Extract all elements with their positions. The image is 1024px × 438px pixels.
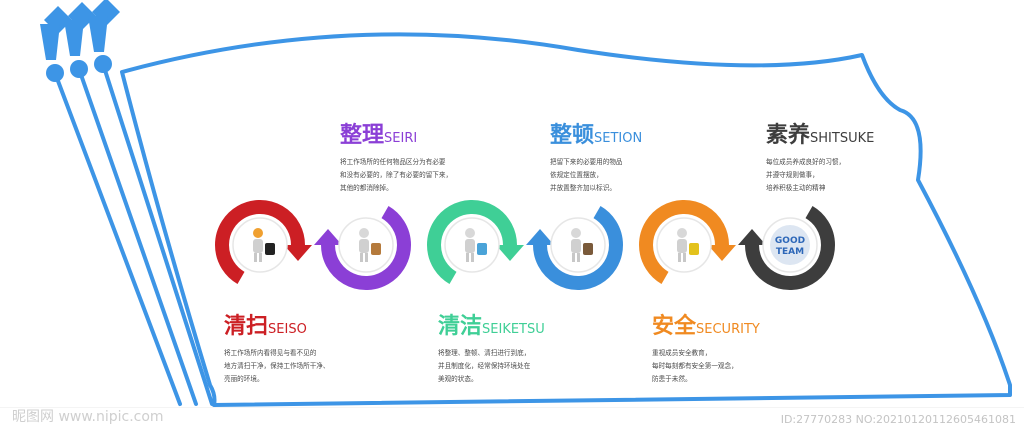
item-title: 整理SEIRI [340,125,452,147]
item-title: 安全SECURITY [652,316,760,338]
item-security: 安全SECURITY 重视成员安全教育，每时每刻都有安全第一观念，防患于未然。 [652,316,760,386]
ring-arc [533,206,623,290]
ring-arc [639,200,729,284]
ring-arc [215,200,305,284]
item-seiketsu: 清洁SEIKETSU 将整理、整顿、清扫进行到底，并且制度化，经常保持环境处在美… [438,316,545,386]
title-english: SETION [594,131,643,146]
title-chinese: 素养 [766,123,811,148]
workers-helmets-icon [677,228,699,262]
ring-arc [321,206,411,290]
title-english: SECURITY [696,322,760,337]
item-seiri: 整理SEIRI 将工作场所的任何物品区分为有必要和没有必要的，除了有必要的留下来… [340,125,452,195]
title-chinese: 清扫 [224,314,269,339]
item-seiso: 清扫SEISO 将工作场所内看得见与看不见的地方清扫干净，保持工作场所干净、亮丽… [224,316,330,386]
badge-text-team: TEAM [776,247,804,257]
item-description: 每位成员养成良好的习惯，并遵守规则做事，培养积极主动的精神 [766,158,846,192]
item-setion: 整顿SETION 把留下来的必要用的物品依规定位置摆放，并放置整齐加以标识。 [550,125,642,195]
pole-tips [40,0,120,82]
cycle-ring-2 [314,206,411,290]
figure-cleaning-icon [465,228,487,262]
cycle-ring-1 [215,200,312,284]
title-english: SHITSUKE [810,131,875,146]
item-title: 清洁SEIKETSU [438,316,545,338]
flag-outline [120,32,1012,407]
ring-arrowhead [314,229,342,245]
item-description: 将整理、整顿、清扫进行到底，并且制度化，经常保持环境处在美观的状态。 [438,349,531,383]
item-description: 将工作场所内看得见与看不见的地方清扫干净，保持工作场所干净、亮丽的环境。 [224,349,330,383]
title-chinese: 整顿 [550,123,595,148]
item-shitsuke: 素养SHITSUKE 每位成员养成良好的习惯，并遵守规则做事，培养积极主动的精神 [766,125,874,195]
watermark-left: 昵图网 www.nipic.com [12,409,164,425]
title-english: SEIKETSU [482,322,545,337]
cycle-ring-4 [526,206,623,290]
title-english: SEISO [268,322,307,337]
item-title: 素养SHITSUKE [766,125,874,147]
watermark-bar [0,407,1024,438]
item-description: 将工作场所的任何物品区分为有必要和没有必要的，除了有必要的留下来，其他的都消除掉… [340,158,453,192]
ring-arrowhead [738,229,766,245]
title-english: SEIRI [384,131,418,146]
item-description: 把留下来的必要用的物品依规定位置摆放，并放置整齐加以标识。 [550,158,623,192]
ring-arrowhead [284,245,312,261]
ring-arrowhead [496,245,524,261]
figure-with-cart-icon [359,228,381,262]
watermark-right: ID:27770283 NO:20210120112605461081 [780,413,1016,426]
ring-arrowhead [708,245,736,261]
title-chinese: 清洁 [438,314,483,339]
item-description: 重视成员安全教育，每时每刻都有安全第一观念，防患于未然。 [652,349,738,383]
flag-poles [53,62,214,406]
title-chinese: 安全 [652,314,697,339]
team-meeting-icon [571,228,593,262]
item-title: 清扫SEISO [224,316,330,338]
item-title: 整顿SETION [550,125,642,147]
ring-arc [745,206,835,290]
ring-arrowhead [526,229,554,245]
ring-arc [427,200,517,284]
cycle-ring-5 [639,200,736,284]
title-chinese: 整理 [340,123,385,148]
figure-with-barrel-icon [253,228,275,262]
cycle-ring-3 [427,200,524,284]
badge-text-good: GOOD [775,236,805,246]
